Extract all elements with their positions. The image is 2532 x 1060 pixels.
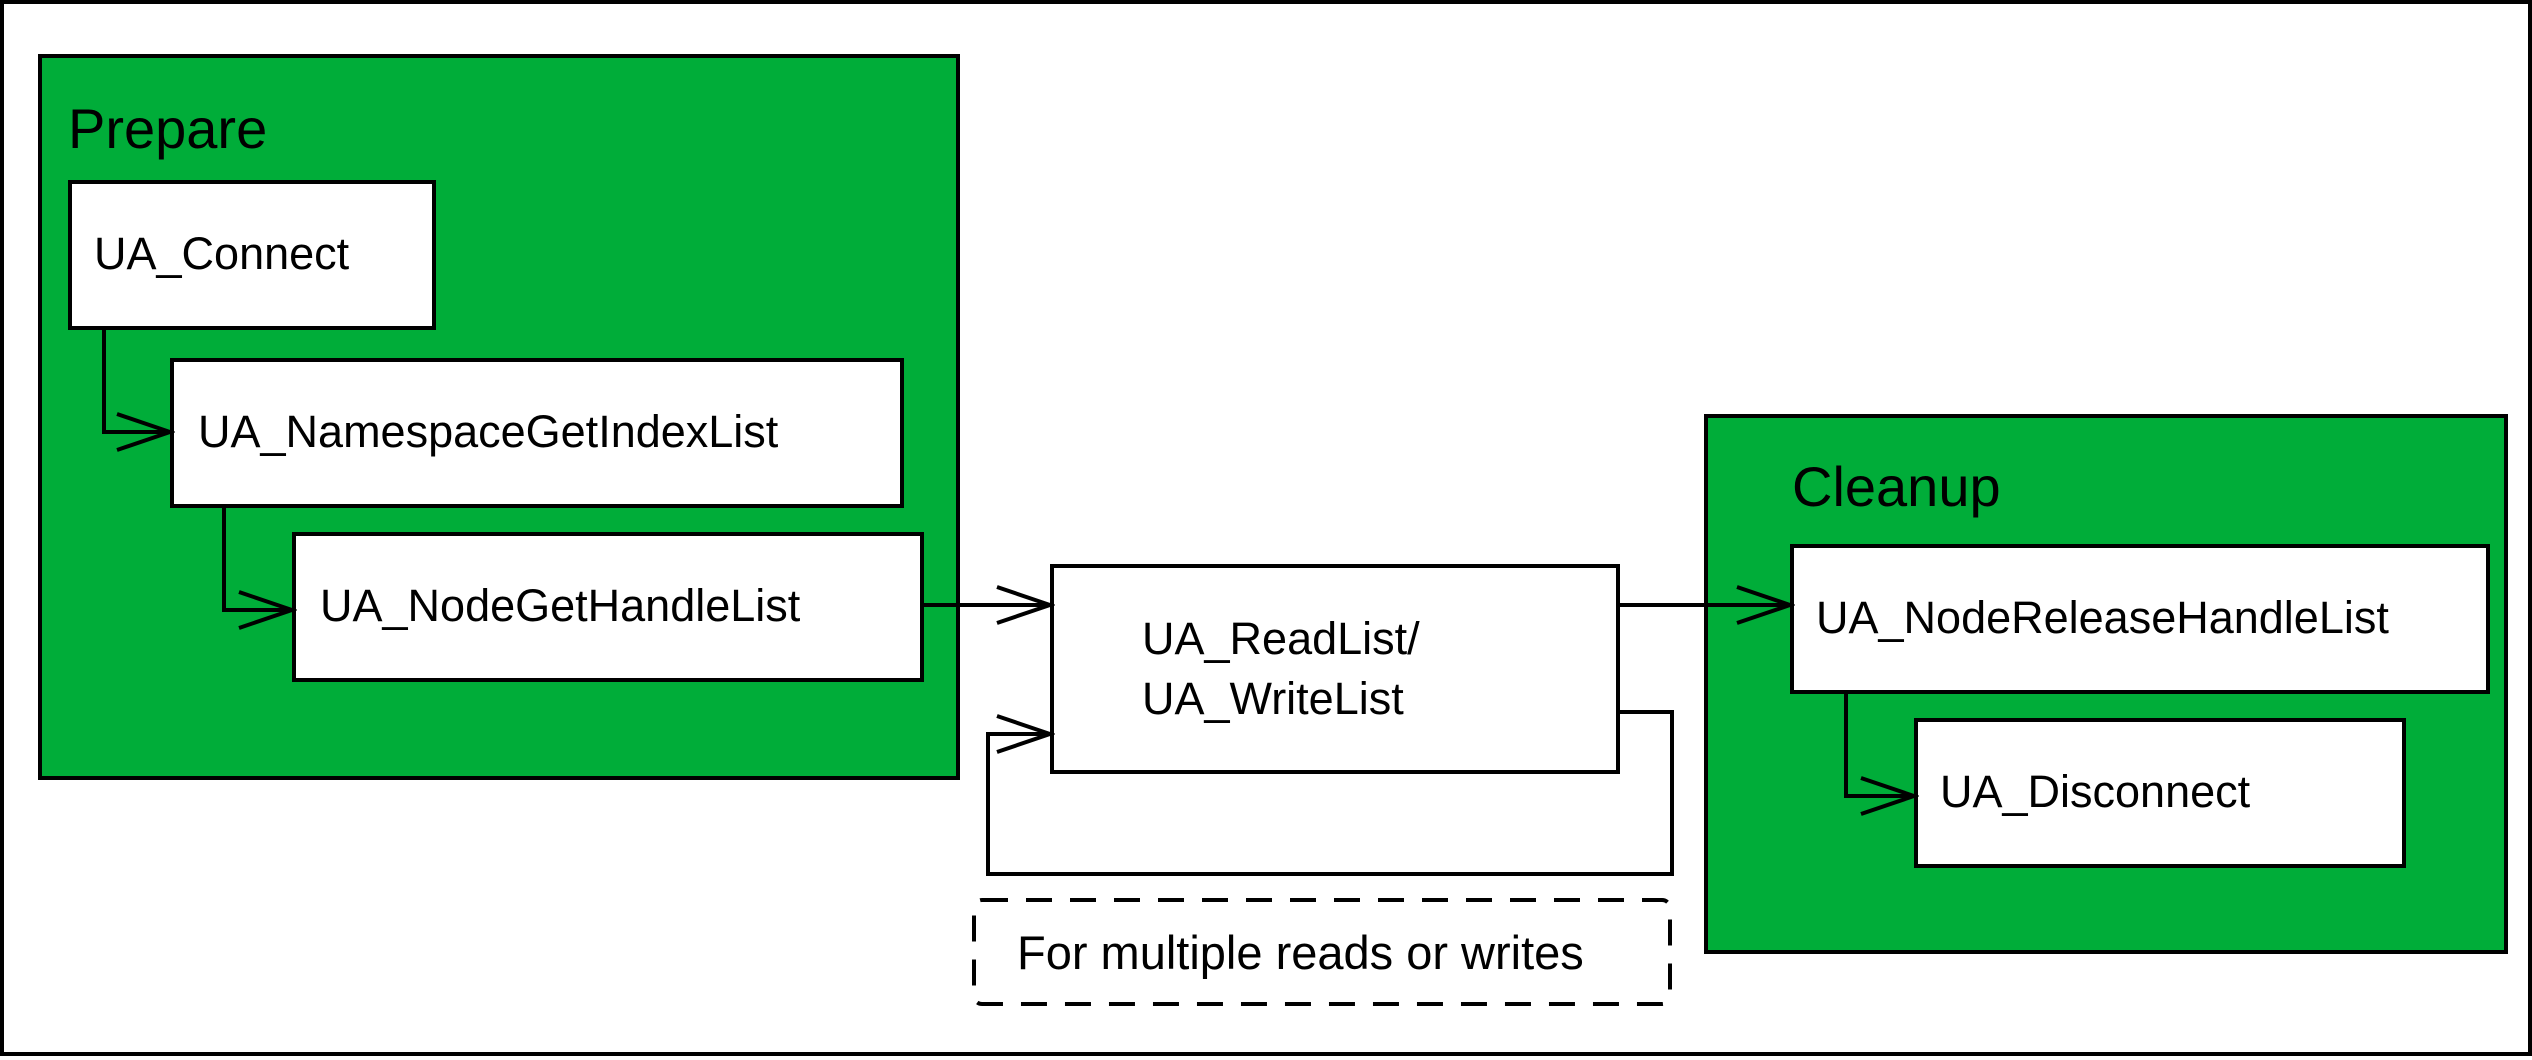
read-list-label: UA_ReadList/ (1142, 613, 1420, 664)
loop-note-label: For multiple reads or writes (1017, 926, 1584, 979)
prepare-group-title: Prepare (68, 97, 267, 160)
loop-back-arrow (986, 710, 1674, 876)
namespace-get-index-list-box (170, 358, 904, 508)
flow-diagram: Prepare UA_Connect UA_NamespaceGetIndexL… (38, 54, 2508, 1006)
disconnect-label: UA_Disconnect (1940, 766, 2251, 817)
release-to-disconnect-arrow (1844, 692, 1914, 796)
connect-box (68, 180, 436, 330)
namespace-to-handle-arrow (222, 506, 292, 610)
read-write-list-box (1050, 564, 1620, 774)
loop-note-box (972, 898, 1672, 1006)
node-get-handle-list-label: UA_NodeGetHandleList (320, 580, 801, 631)
connect-to-namespace-arrow (102, 328, 170, 432)
node-release-handle-list-label: UA_NodeReleaseHandleList (1816, 592, 2389, 643)
namespace-get-index-list-label: UA_NamespaceGetIndexList (198, 406, 779, 457)
connect-label: UA_Connect (94, 228, 350, 279)
cleanup-group-title: Cleanup (1792, 455, 2001, 518)
write-list-label: UA_WriteList (1142, 673, 1404, 724)
